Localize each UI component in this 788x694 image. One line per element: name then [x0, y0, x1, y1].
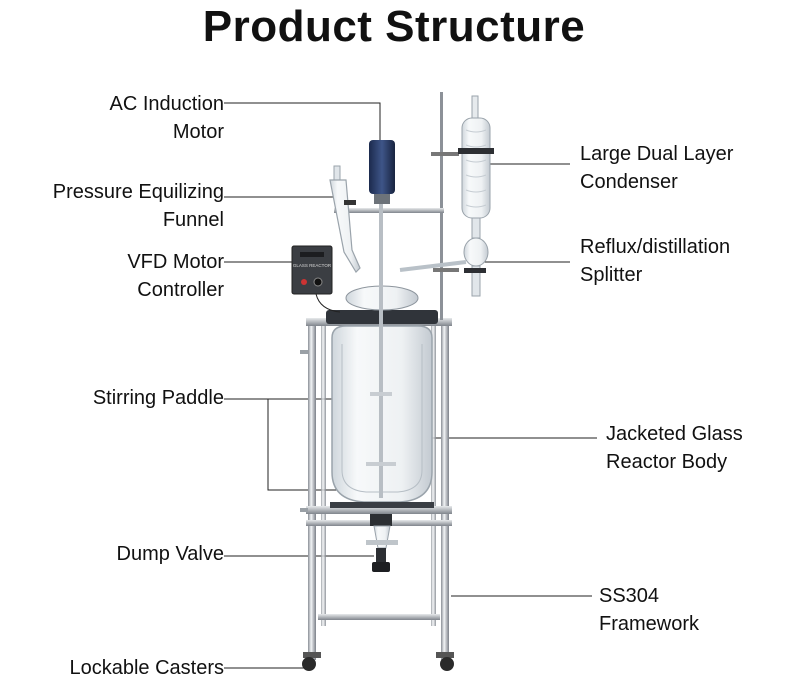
vfd-motor-controller: GLASS REACTOR — [291, 245, 341, 313]
label-pressure-equalizing-funnel: Pressure Equilizing Funnel — [52, 181, 224, 231]
dump-valve — [366, 514, 398, 572]
label-ac-induction-motor: AC Induction Motor — [109, 93, 224, 143]
frame-clamp-1 — [300, 350, 308, 354]
page-title: Product Structure — [202, 2, 586, 51]
label-vfd-motor-controller: VFD Motor Controller — [127, 251, 224, 301]
ac-induction-motor — [369, 140, 395, 204]
label-lockable-casters: Lockable Casters — [69, 657, 224, 679]
frame-mid-bar — [306, 506, 452, 514]
frame-post-right — [441, 320, 449, 660]
controller-label: GLASS REACTOR — [293, 263, 332, 268]
frame-bottom-bar — [318, 614, 440, 620]
leader-lines — [224, 102, 597, 669]
label-dump-valve: Dump Valve — [116, 543, 224, 565]
frame-post-left — [308, 320, 316, 660]
reactor-bottom-flange — [330, 502, 434, 508]
frame-clamp-2 — [300, 508, 308, 512]
label-jacketed-glass-reactor-body: Jacketed Glass Reactor Body — [606, 423, 743, 473]
label-ss304-framework: SS304 Framework — [599, 585, 700, 635]
reflux-distillation-splitter — [399, 237, 489, 297]
pressure-equalizing-funnel — [329, 165, 361, 273]
frame-post-back-right — [431, 326, 436, 626]
stirring-paddle — [366, 196, 396, 498]
lockable-casters — [302, 652, 454, 671]
frame-post-back-left — [321, 326, 326, 626]
leader-ac-motor — [224, 102, 381, 142]
support-rods — [334, 92, 459, 320]
label-large-dual-layer-condenser: Large Dual Layer Condenser — [580, 143, 734, 193]
dual-layer-condenser — [458, 95, 494, 239]
label-reflux-distillation-splitter: Reflux/distillation Splitter — [580, 236, 731, 286]
label-stirring-paddle: Stirring Paddle — [92, 387, 224, 409]
